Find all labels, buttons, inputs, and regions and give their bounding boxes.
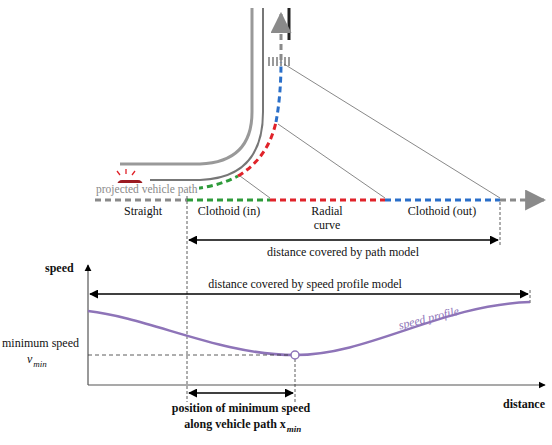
- min-speed-line: [88, 355, 291, 356]
- segment-label: Radial curve: [303, 205, 351, 233]
- axis-label: v: [27, 353, 32, 367]
- path-radial: [238, 122, 276, 176]
- subscript: min: [287, 424, 302, 434]
- dimension-label: along vehicle path x: [184, 418, 286, 432]
- axis-label: minimum speed: [2, 337, 79, 351]
- dimension-arrow: [90, 293, 528, 295]
- dimension-label: distance covered by path model: [267, 246, 419, 260]
- axis-dash: [385, 199, 500, 202]
- subscript: min: [33, 359, 47, 369]
- segment-label: Straight: [124, 205, 162, 219]
- y-axis: [87, 265, 88, 385]
- road-edge: [288, 8, 291, 40]
- road-edge: [150, 8, 263, 180]
- speed-curve: [88, 302, 530, 355]
- axis-dash: [95, 199, 187, 202]
- min-position-line: [295, 359, 296, 402]
- leader-line: [240, 176, 270, 198]
- leader-line: [284, 64, 500, 198]
- leader-line: [278, 124, 385, 198]
- axis-title: distance: [503, 398, 545, 412]
- x-axis: [88, 384, 545, 385]
- path-clothoid-out: [276, 62, 281, 122]
- segment-label: Clothoid (out): [408, 205, 476, 219]
- road-edge: [120, 8, 252, 164]
- path-label: projected vehicle path: [95, 183, 199, 196]
- curve-label: speed profile: [398, 305, 461, 333]
- segment-label: Clothoid (in): [198, 205, 260, 219]
- dimension-arrow: [189, 239, 498, 241]
- axis-dash: [270, 199, 385, 202]
- path-arrow: [280, 14, 283, 60]
- extent-line: [500, 202, 501, 246]
- axis-dash: [187, 199, 270, 202]
- axis-dash: [500, 199, 544, 202]
- min-point: [291, 351, 299, 359]
- crosswalk: [268, 57, 290, 66]
- dimension-label: position of minimum speed: [172, 402, 310, 416]
- dimension-label: distance covered by speed profile model: [208, 278, 402, 292]
- axis-title: speed: [45, 262, 74, 276]
- dimension-arrow: [189, 392, 293, 394]
